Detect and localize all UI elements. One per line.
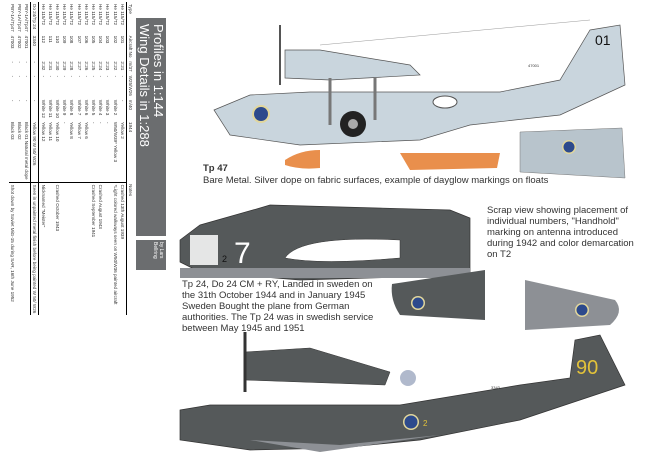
tp47-fuselage: [213, 24, 626, 146]
tp47-title: Tp 47: [203, 163, 228, 174]
roundel-icon: [404, 415, 418, 429]
tp24-tail-code: 90: [576, 357, 598, 379]
he115-wing-scrap-2: [525, 280, 619, 330]
scrap-caption: Scrap view showing placement of individu…: [487, 205, 634, 260]
tp47-serial: 47001: [528, 63, 540, 68]
tp24-caption: Tp 24, Do 24 CM + RY, Landed in sweden o…: [182, 279, 374, 334]
he115-code: 7: [234, 237, 251, 270]
he115-small-code: 2: [222, 254, 227, 264]
he115-profile: 7 2: [179, 204, 619, 330]
roundel-icon: [576, 304, 588, 316]
tp47-wing-engine: [284, 49, 421, 81]
tp47-tail-code: 01: [595, 32, 611, 48]
roundel-icon: [400, 370, 416, 386]
tp24-wing: [244, 347, 391, 386]
roundel-icon: [254, 107, 268, 121]
tp24-hull-code: 2: [423, 419, 428, 428]
float-left: [285, 150, 320, 169]
tp47-profile: 01 47001: [213, 19, 626, 179]
tp24-serial: 3343: [491, 385, 501, 390]
tp24-hull: [179, 334, 626, 451]
tp47-caption: Bare Metal. Silver dope on fabric surfac…: [203, 175, 549, 186]
roundel-icon: [563, 141, 575, 153]
tp24-profile: 2 90 3343: [179, 332, 626, 452]
roundel-icon: [412, 297, 424, 309]
float-right: [400, 153, 500, 170]
